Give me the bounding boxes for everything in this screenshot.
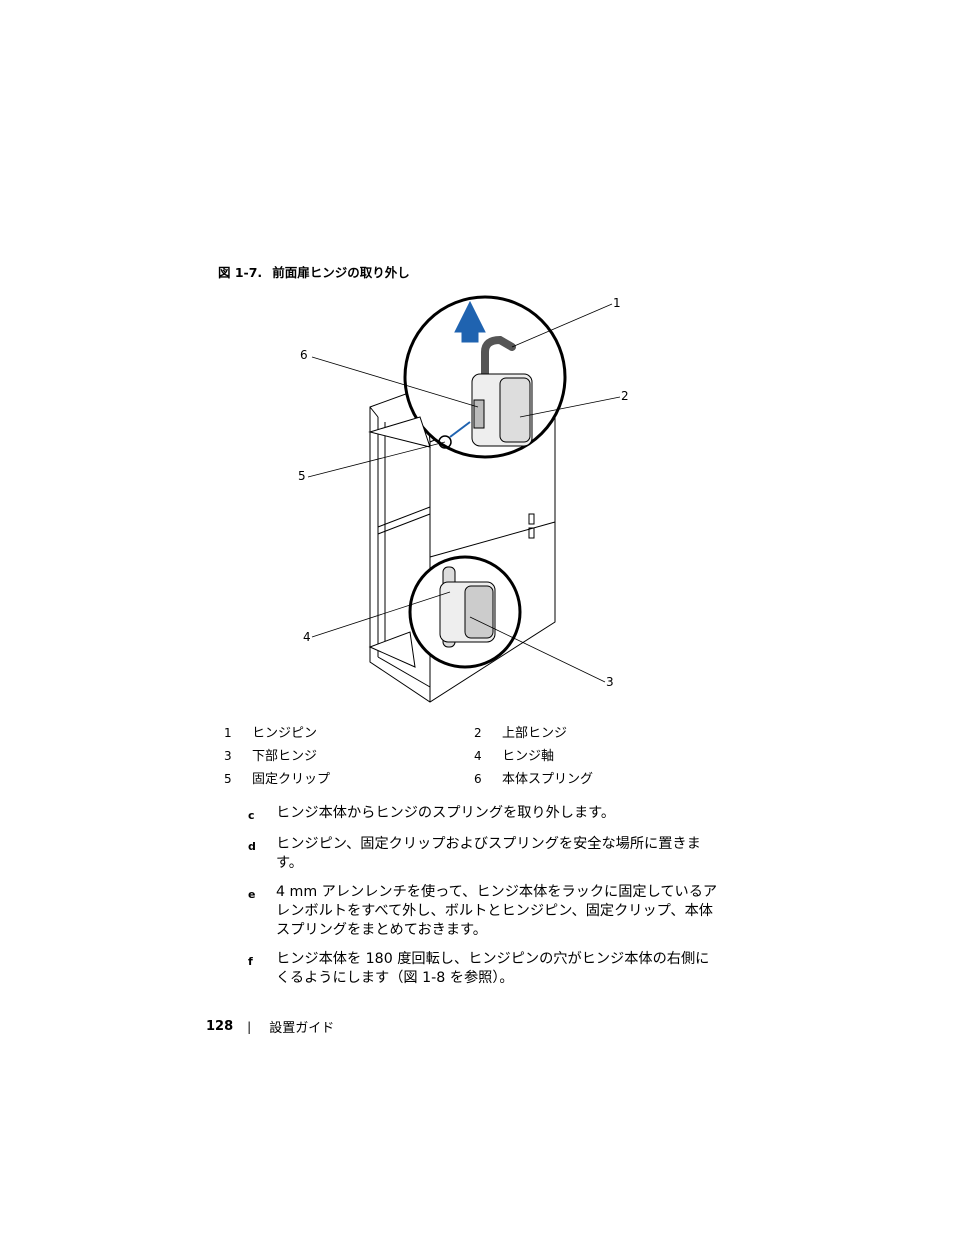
section-title: 設置ガイド [269, 1021, 335, 1036]
leader-line-2 [519, 396, 621, 418]
callout-5: 5 [298, 469, 306, 483]
rack-edge [369, 406, 379, 418]
footer-separator: | [247, 1019, 252, 1034]
step-letter: d [248, 840, 256, 853]
legend-item: 2 上部ヒンジ [474, 722, 567, 741]
leader-line-6 [311, 356, 479, 408]
callout-2: 2 [621, 389, 629, 403]
legend-number: 6 [474, 772, 482, 786]
figure-caption: 図 1-7. 前面扉ヒンジの取り外し [218, 262, 410, 281]
figure-number: 図 1-7. [218, 265, 263, 280]
rack-drawing [307, 295, 621, 703]
legend-item: 6 本体スプリング [474, 768, 593, 787]
legend-label: 下部ヒンジ [252, 749, 318, 764]
page-footer: 128 | 設置ガイド [206, 1017, 334, 1036]
step-letter: f [248, 955, 253, 968]
rack-shelf [377, 506, 431, 528]
callout-4: 4 [303, 630, 311, 644]
legend-number: 1 [224, 726, 232, 740]
step-text: 4 mm アレンレンチを使って、ヒンジ本体をラックに固定しているアレンボルトをす… [276, 884, 718, 938]
leader-line-3 [469, 616, 606, 683]
step-e: e 4 mm アレンレンチを使って、ヒンジ本体をラックに固定しているアレンボルト… [248, 883, 718, 940]
callout-6: 6 [300, 348, 308, 362]
insert-arrow [449, 421, 471, 438]
rack-latch [528, 527, 535, 539]
body-spring-shape [473, 399, 485, 429]
legend-item: 4 ヒンジ軸 [474, 745, 554, 764]
rack-latch [528, 513, 535, 525]
legend-label: 本体スプリング [502, 772, 594, 787]
step-text: ヒンジピン、固定クリップおよびスプリングを安全な場所に置きます。 [276, 836, 701, 871]
callout-1: 1 [613, 296, 621, 310]
step-d: d ヒンジピン、固定クリップおよびスプリングを安全な場所に置きます。 [248, 835, 718, 873]
retaining-clip-shape [438, 435, 452, 449]
legend-item: 5 固定クリップ [224, 768, 330, 787]
step-text: ヒンジ本体を 180 度回転し、ヒンジピンの穴がヒンジ本体の右側にくるようにしま… [276, 951, 710, 986]
step-c: c ヒンジ本体からヒンジのスプリングを取り外します。 [248, 804, 718, 825]
lower-detail-pointer [368, 631, 416, 668]
legend-number: 3 [224, 749, 232, 763]
leader-line-1 [511, 303, 613, 348]
legend-label: 上部ヒンジ [502, 726, 568, 741]
procedure-steps: c ヒンジ本体からヒンジのスプリングを取り外します。 d ヒンジピン、固定クリッ… [248, 804, 718, 998]
page-number: 128 [206, 1019, 234, 1034]
rack-shelf [377, 656, 431, 688]
upper-hinge-face [499, 377, 531, 443]
callout-3: 3 [606, 675, 614, 689]
legend-number: 4 [474, 749, 482, 763]
rack-hinge-illustration: 1 2 3 4 5 6 [290, 292, 640, 712]
lift-arrow [454, 300, 486, 343]
legend-label: 固定クリップ [252, 772, 331, 787]
legend-item: 1 ヒンジピン [224, 722, 317, 741]
leader-line-4 [311, 591, 451, 638]
legend-label: ヒンジピン [252, 726, 318, 741]
legend-number: 2 [474, 726, 482, 740]
legend-number: 5 [224, 772, 232, 786]
step-letter: c [248, 809, 255, 822]
legend-label: ヒンジ軸 [502, 749, 555, 764]
figure-title: 前面扉ヒンジの取り外し [272, 265, 410, 280]
rack-shelf [377, 513, 431, 535]
step-f: f ヒンジ本体を 180 度回転し、ヒンジピンの穴がヒンジ本体の右側にくるように… [248, 950, 718, 988]
hinge-pin-shape [481, 335, 516, 381]
step-letter: e [248, 888, 256, 901]
legend-item: 3 下部ヒンジ [224, 745, 317, 764]
lower-hinge-face [464, 585, 494, 639]
leader-line-5 [307, 441, 446, 478]
upper-detail-pointer [368, 416, 431, 448]
step-text: ヒンジ本体からヒンジのスプリングを取り外します。 [276, 805, 616, 821]
